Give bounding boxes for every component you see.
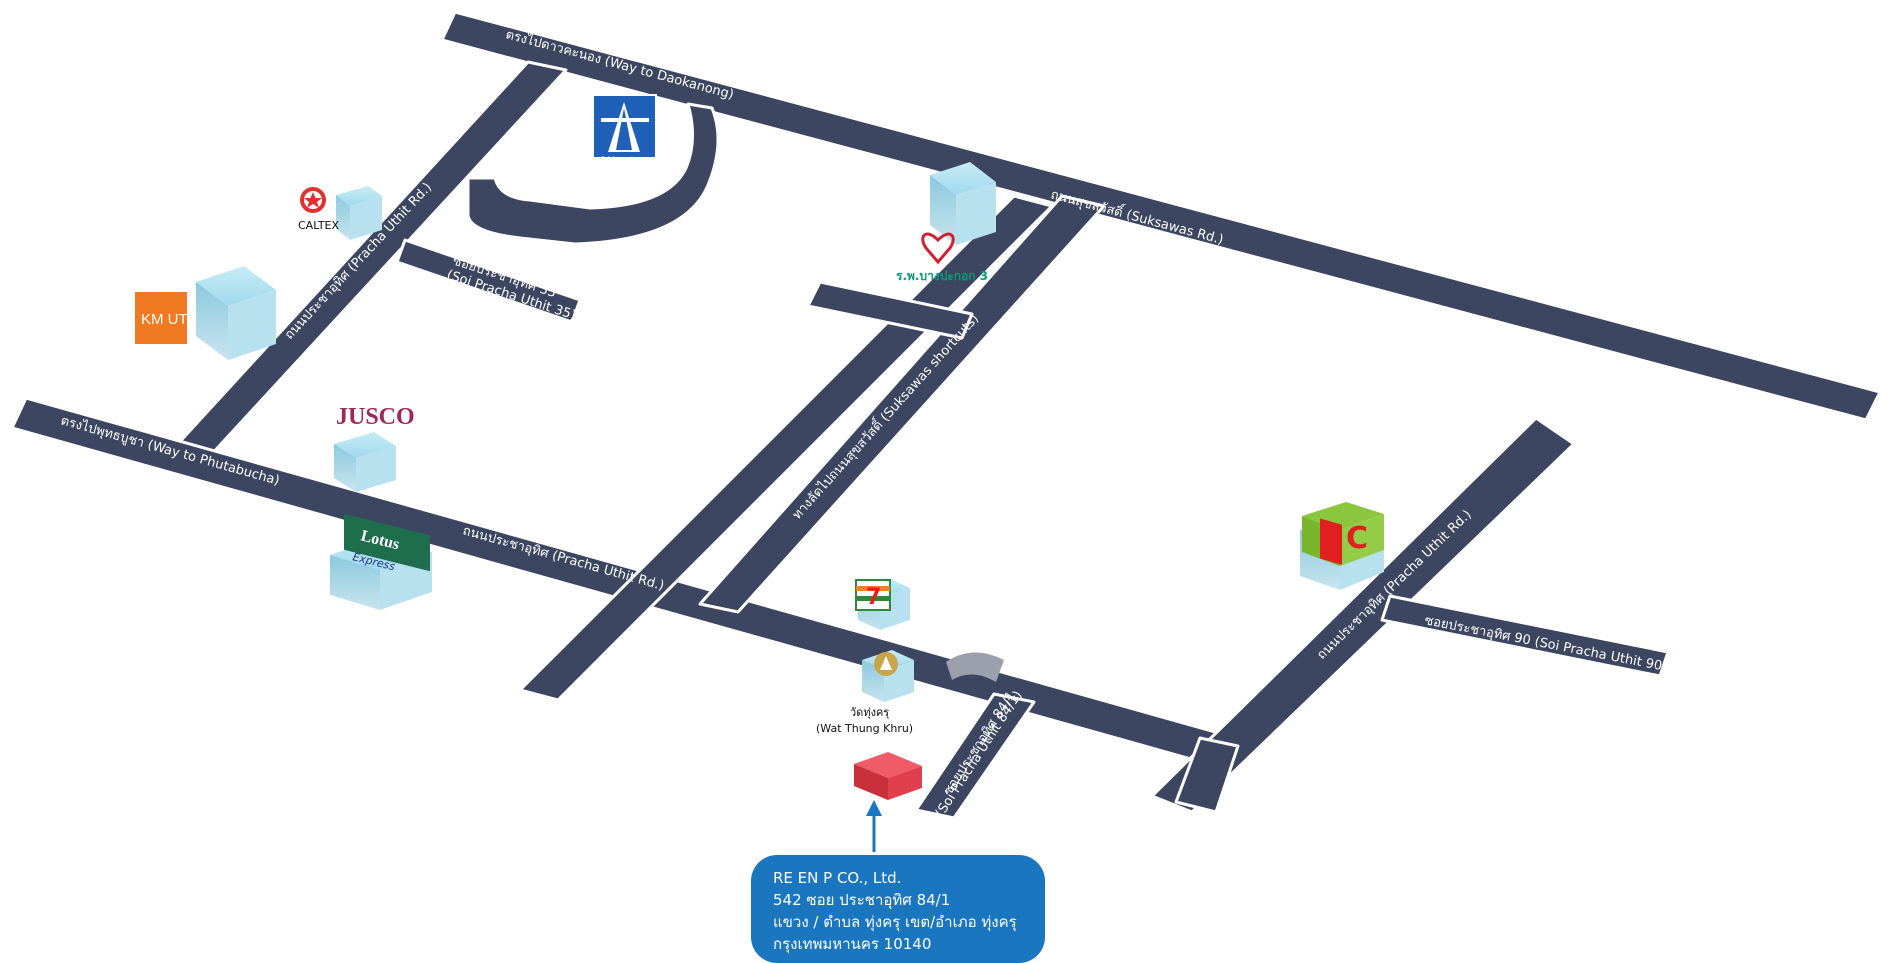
logo-hospital-heart-icon [921,232,955,265]
road-shortcut [698,194,1106,614]
road-bottom-link [1174,736,1240,814]
address-district: แขวง / ตำบล ทุ่งครุ เขต/อำเภอ ทุ่งครุ [773,913,1017,931]
label-expressway-th: ทางด่วน กม. ๙ [548,153,633,168]
pointer-arrow-icon [866,800,882,852]
logo-big-c-icon [1302,502,1384,566]
road-suksawas [440,10,1882,422]
building-caltex [336,186,382,240]
building-jusco [334,432,396,492]
label-7-eleven: 7 [866,585,881,610]
building-kmutt [196,266,276,360]
logo-caltex-icon [300,187,326,213]
road-soi-35 [395,238,582,324]
road-soi-84-1 [914,692,1036,820]
address-street: 542 ซอย ประชาอุทิศ 84/1 [773,891,951,909]
road-curve-marker [946,652,1004,682]
road-shortcut-cross [806,280,974,340]
label-caltex: CALTEX [298,219,339,232]
building-hospital [930,162,996,245]
road-pracha-uthit-right [1150,416,1576,814]
logo-jusco: JUSCO [336,404,415,430]
label-soi84-en: (Soi Pracha Uthit 84/1) [933,688,1026,820]
address-company: RE EN P CO., Ltd. [773,869,902,887]
label-wat-th: วัดทุ่งครุ [850,706,889,719]
road-soi-90 [1380,594,1670,678]
building-target [854,752,922,800]
label-wat-en: (Wat Thung Khru) [816,722,913,735]
label-hospital: ร.พ.บางปะกอก 3 [896,269,988,283]
address-box: RE EN P CO., Ltd. 542 ซอย ประชาอุทิศ 84/… [751,855,1045,963]
logo-7-eleven-icon [855,579,891,611]
logo-lotus-icon [344,513,430,572]
logo-kmutt-icon [135,292,187,344]
road-expressway-loop [466,102,720,246]
label-expressway-en: (Expressway) [550,169,637,184]
expressway-sign-icon [592,94,657,159]
buildings [196,162,1384,800]
road-network [10,10,1882,820]
logo-wat-icon [874,652,898,676]
label-kmutt: KM UTT [141,311,197,328]
address-city: กรุงเทพมหานคร 10140 [773,935,932,953]
label-big-c: C [1346,521,1368,556]
